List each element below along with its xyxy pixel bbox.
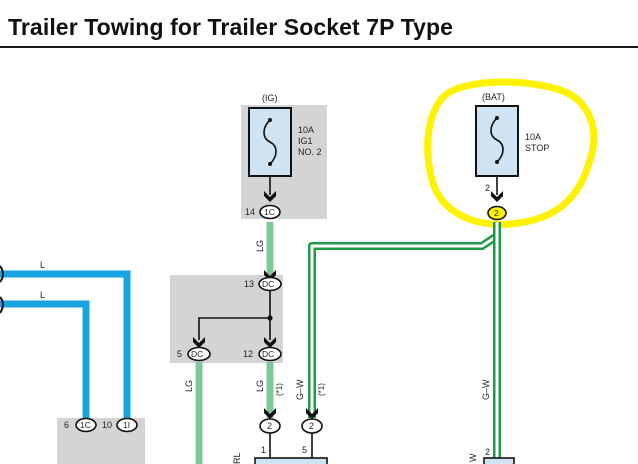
ig-name-1: IG1 bbox=[298, 136, 313, 146]
bottom-pin-1: 1 bbox=[261, 445, 266, 455]
bat-fuse-terminal-bottom bbox=[495, 160, 499, 164]
junction-conn-left: DC bbox=[191, 349, 203, 359]
highlight-circle bbox=[424, 78, 598, 228]
ig-source-label: (IG) bbox=[262, 93, 278, 103]
wire-l-lower bbox=[0, 300, 90, 422]
junction-conn-right: DC bbox=[262, 349, 274, 359]
label-lg-right: LG bbox=[255, 380, 265, 392]
ig-fuse-element bbox=[263, 119, 277, 165]
label-lg-left: LG bbox=[184, 380, 194, 392]
label-gw-mid: G–W bbox=[295, 379, 305, 400]
bat-name: STOP bbox=[525, 143, 549, 153]
junction-connector-left bbox=[187, 346, 211, 362]
ig-fuse-terminal-top bbox=[268, 118, 272, 122]
left-connector-b bbox=[116, 417, 138, 433]
junction-connector-right bbox=[258, 346, 282, 362]
bat-rating: 10A bbox=[525, 132, 541, 142]
bottom-pin-3: 2 bbox=[485, 447, 490, 457]
label-w-bottom: W bbox=[468, 453, 478, 462]
bottom-conn-1: 2 bbox=[267, 421, 272, 431]
junction-branch bbox=[198, 317, 270, 340]
junction-pin-left: 5 bbox=[177, 349, 182, 359]
page-title: Trailer Towing for Trailer Socket 7P Typ… bbox=[8, 14, 454, 40]
bat-fuse-terminal-top bbox=[495, 116, 499, 120]
bottom-device-1 bbox=[254, 457, 328, 464]
bat-fuse-element bbox=[490, 117, 504, 163]
ig-connector-oval bbox=[259, 204, 281, 220]
bat-source-label: (BAT) bbox=[482, 92, 505, 102]
left-conn-a: 1C bbox=[80, 420, 91, 430]
bat-pin: 2 bbox=[485, 183, 490, 193]
ig-connector: 1C bbox=[264, 207, 275, 217]
left-pin-b: 10 bbox=[102, 420, 112, 430]
title-underline bbox=[0, 46, 638, 48]
left-pin-a: 6 bbox=[64, 420, 69, 430]
wire-l-label-2: L bbox=[40, 290, 45, 300]
label-note-2: (*1) bbox=[317, 383, 326, 396]
wire-gw bbox=[308, 222, 501, 460]
wire-end-lower bbox=[0, 296, 4, 314]
ig-pin: 14 bbox=[245, 207, 255, 217]
ig-name-2: NO. 2 bbox=[298, 147, 322, 157]
bat-connector-oval bbox=[487, 205, 507, 221]
bottom-conn-2: 2 bbox=[309, 421, 314, 431]
left-connector-a bbox=[75, 417, 97, 433]
label-gw-right: G–W bbox=[481, 379, 491, 400]
junction-pin-right: 12 bbox=[243, 349, 253, 359]
wire-end-upper bbox=[0, 265, 4, 283]
wire-l-label-1: L bbox=[40, 260, 45, 270]
left-conn-b: 1I bbox=[123, 420, 130, 430]
wire-l-upper bbox=[0, 270, 131, 422]
bat-connector: 2 bbox=[494, 208, 499, 218]
label-note-1: (*1) bbox=[275, 383, 284, 396]
junction-conn-top: DC bbox=[262, 279, 274, 289]
junction-pin-top: 13 bbox=[244, 279, 254, 289]
bottom-pin-2: 5 bbox=[302, 445, 307, 455]
label-lg-upper: LG bbox=[255, 240, 265, 252]
junction-connector-top bbox=[258, 276, 282, 292]
label-rl-bottom: RL bbox=[232, 452, 242, 464]
bottom-device-2 bbox=[483, 457, 515, 464]
ig-fuse-terminal-bottom bbox=[268, 162, 272, 166]
ig-rating: 10A bbox=[298, 125, 314, 135]
